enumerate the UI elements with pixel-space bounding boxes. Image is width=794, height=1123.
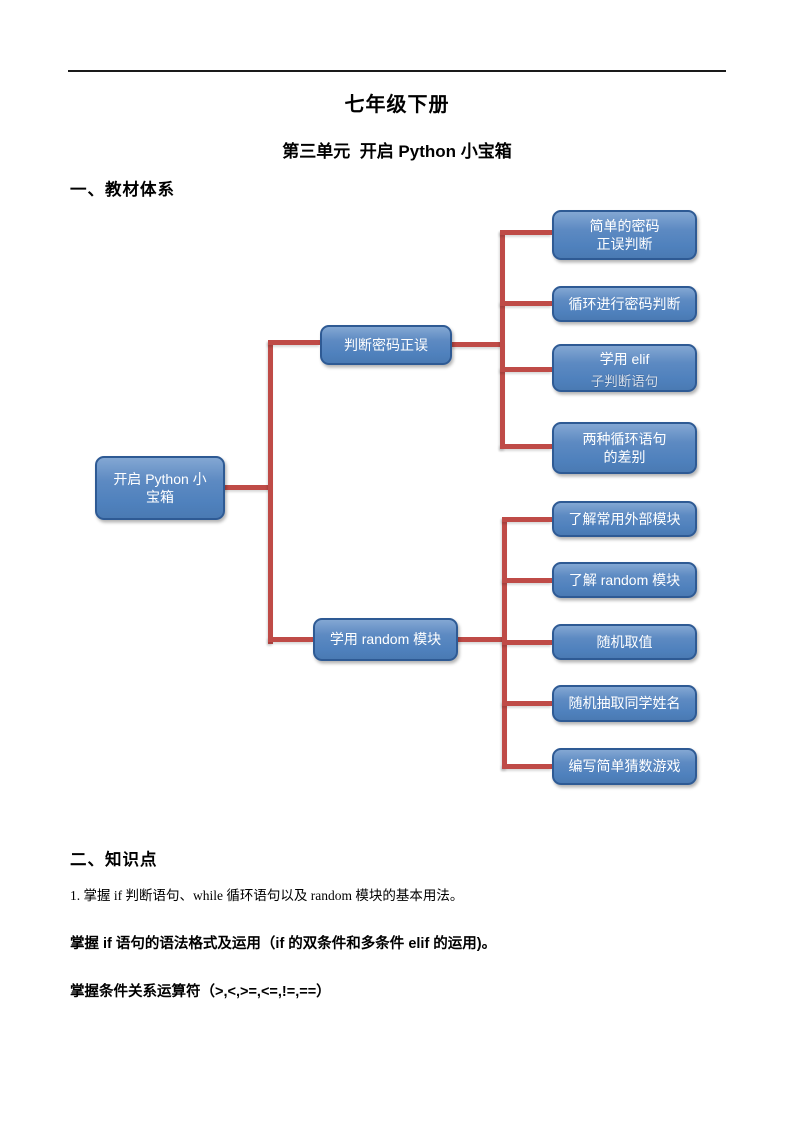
section-heading-textbook-system: 一、教材体系 xyxy=(70,181,175,199)
node-label-line: 的差别 xyxy=(603,449,646,465)
diagram-leaf-node-4: 两种循环语句 的差别 xyxy=(552,422,697,474)
node-label-line: 了解常用外部模块 xyxy=(568,510,681,527)
node-label-line: 随机取值 xyxy=(596,633,653,650)
node-label-line: 正误判断 xyxy=(596,236,653,252)
node-label-line: 开启 Python 小 xyxy=(113,470,207,487)
node-label-line: 简单的密码 xyxy=(589,217,660,234)
connector-bus1-leaf4 xyxy=(500,444,552,449)
diagram-leaf-node-9: 编写简单猜数游戏 xyxy=(552,748,697,785)
diagram-leaf-node-7: 随机取值 xyxy=(552,624,697,660)
diagram-branch-node-random: 学用 random 模块 xyxy=(313,618,458,661)
connector-bus2-leaf9 xyxy=(502,764,552,769)
section-heading-knowledge-points: 二、知识点 xyxy=(70,851,158,869)
unit-title: 第三单元 开启 Python 小宝箱 xyxy=(282,142,512,161)
diagram-branch-node-password: 判断密码正误 xyxy=(320,325,452,365)
node-label-line: 随机抽取同学姓名 xyxy=(568,695,681,712)
node-label-line: 了解 random 模块 xyxy=(568,571,681,588)
connector-branch1-to-bus xyxy=(452,342,505,347)
document-title: 七年级下册 xyxy=(344,94,450,116)
connector-branch2-to-bus xyxy=(458,637,507,642)
connector-root-to-trunk xyxy=(225,485,272,490)
header-rule xyxy=(68,70,726,72)
connector-trunk-to-branch1 xyxy=(268,340,320,345)
diagram-leaf-node-1: 简单的密码 正误判断 xyxy=(552,210,697,260)
node-label-line: 子判断语句 xyxy=(590,374,659,390)
connector-bus2-leaf5 xyxy=(502,517,552,522)
node-label-line: 循环进行密码判断 xyxy=(568,295,681,312)
connector-bus2-leaf6 xyxy=(502,578,552,583)
node-label-line: 判断密码正误 xyxy=(344,336,428,353)
diagram-leaf-node-5: 了解常用外部模块 xyxy=(552,501,697,537)
node-label-line: 宝箱 xyxy=(146,489,174,505)
connector-bus1-leaf1 xyxy=(500,230,552,235)
knowledge-point-2: 掌握 if 语句的语法格式及运用（if 的双条件和多条件 elif 的运用)。 xyxy=(70,936,497,952)
node-label-line: 学用 elif xyxy=(599,350,650,367)
diagram-root-node: 开启 Python 小 宝箱 xyxy=(95,456,225,520)
connector-bus1-leaf3 xyxy=(500,367,552,372)
diagram-leaf-node-2: 循环进行密码判断 xyxy=(552,286,697,322)
diagram-leaf-node-3: 学用 elif 子判断语句 xyxy=(552,344,697,392)
connector-bus2-leaf7 xyxy=(502,640,552,645)
connector-bus2-leaf8 xyxy=(502,701,552,706)
node-label-line: 两种循环语句 xyxy=(582,430,667,447)
diagram-leaf-node-6: 了解 random 模块 xyxy=(552,562,697,598)
mind-map-diagram: 开启 Python 小 宝箱 判断密码正误 学用 random 模块 简单的密码… xyxy=(95,210,697,785)
node-label-line: 学用 random 模块 xyxy=(329,631,442,648)
connector-bus1-vertical xyxy=(500,230,505,449)
node-label-line: 编写简单猜数游戏 xyxy=(568,758,681,775)
connector-trunk-to-branch2 xyxy=(268,637,313,642)
connector-bus1-leaf2 xyxy=(500,301,552,306)
knowledge-point-1: 1. 掌握 if 判断语句、while 循环语句以及 random 模块的基本用… xyxy=(70,888,464,903)
connector-trunk-vertical xyxy=(268,340,273,644)
knowledge-point-3: 掌握条件关系运算符（>,<,>=,<=,!=,==） xyxy=(70,984,331,1000)
diagram-leaf-node-8: 随机抽取同学姓名 xyxy=(552,685,697,722)
